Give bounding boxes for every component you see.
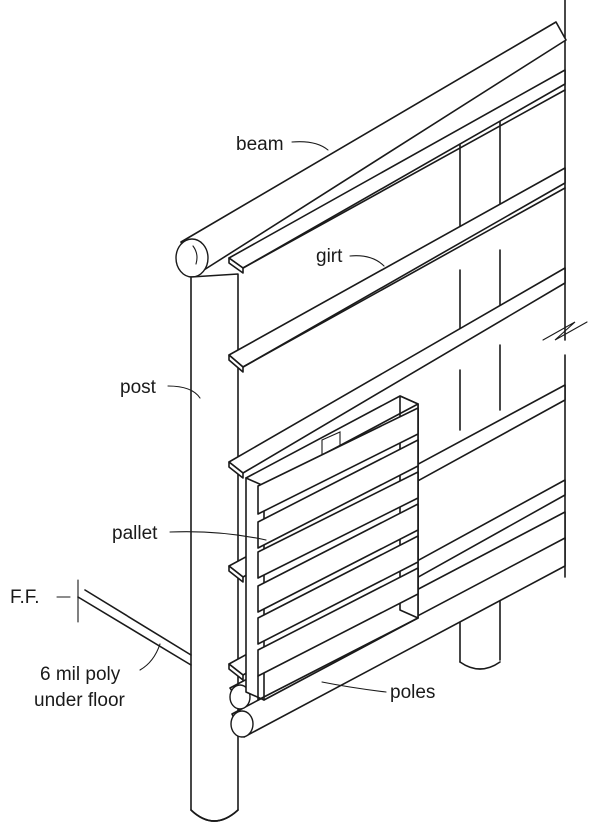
beam	[175, 21, 567, 278]
floor-line	[77, 579, 192, 666]
label-poly-line2: under floor	[34, 690, 126, 711]
label-poles: poles	[390, 682, 435, 703]
girt-2	[228, 167, 566, 373]
back-post-upper	[459, 117, 501, 431]
label-post: post	[120, 377, 157, 398]
post	[190, 273, 239, 822]
label-beam: beam	[236, 134, 284, 155]
pallet	[245, 395, 419, 701]
label-poly-line1: 6 mil poly	[40, 664, 121, 685]
leader-lines	[56, 141, 387, 693]
girt-1	[228, 69, 566, 274]
label-girt: girt	[316, 246, 343, 267]
girt-3	[228, 267, 566, 479]
label-ff: F.F.	[10, 587, 40, 608]
label-pallet: pallet	[112, 523, 158, 544]
